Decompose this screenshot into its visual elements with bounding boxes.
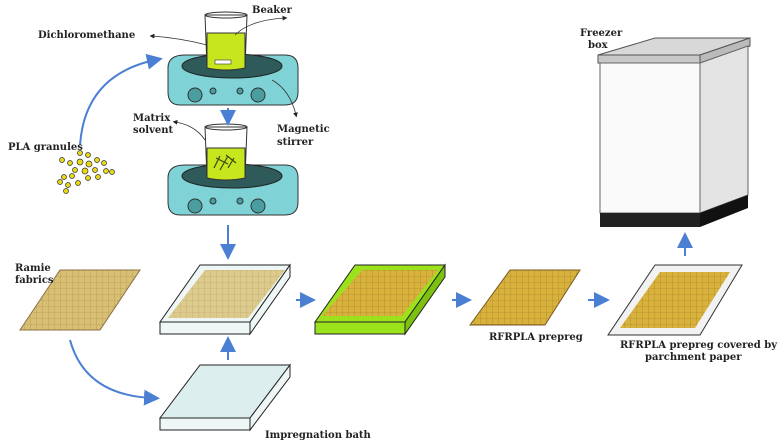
prepreg-covered-parchment [607, 264, 743, 336]
impregnation-bath [158, 363, 292, 432]
label-pla-granules: PLA granules [8, 142, 83, 153]
ramie-fabric [19, 269, 141, 331]
beaker-top [204, 11, 248, 71]
label-matrix-solvent-line2: solvent [133, 125, 174, 136]
label-freezer-line2: box [588, 40, 608, 51]
label-ramie-fabrics-line1: Ramie [15, 263, 51, 274]
rfrpla-prepreg [469, 269, 581, 326]
freezer-box [597, 37, 751, 227]
pointer-matrix-solvent [172, 119, 206, 141]
beaker-matrix-solvent [204, 123, 248, 181]
label-covered-line2: parchment paper [645, 352, 742, 363]
pointer-magnetic-stirrer [271, 79, 298, 118]
pla-granules [57, 150, 115, 194]
label-matrix-solvent-line1: Matrix [133, 113, 171, 124]
label-ramie-fabrics-line2: fabrics [15, 275, 54, 286]
bath-with-matrix-solution [314, 263, 446, 336]
label-dichloromethane: Dichloromethane [38, 30, 136, 41]
bath-with-fabric [159, 263, 291, 336]
pointer-beaker [234, 15, 288, 36]
label-beaker: Beaker [252, 5, 292, 16]
pointer-dichloromethane [149, 33, 208, 46]
label-rfrpla-prepreg: RFRPLA prepreg [489, 332, 583, 343]
label-covered-line1: RFRPLA prepreg covered by [620, 340, 778, 351]
process-arrows [69, 53, 693, 406]
label-impregnation-bath: Impregnation bath [265, 430, 371, 441]
label-freezer-line1: Freezer [580, 28, 623, 39]
label-magnetic-stirrer-line2: stirrer [277, 137, 314, 148]
label-magnetic-stirrer-line1: Magnetic [277, 124, 330, 135]
